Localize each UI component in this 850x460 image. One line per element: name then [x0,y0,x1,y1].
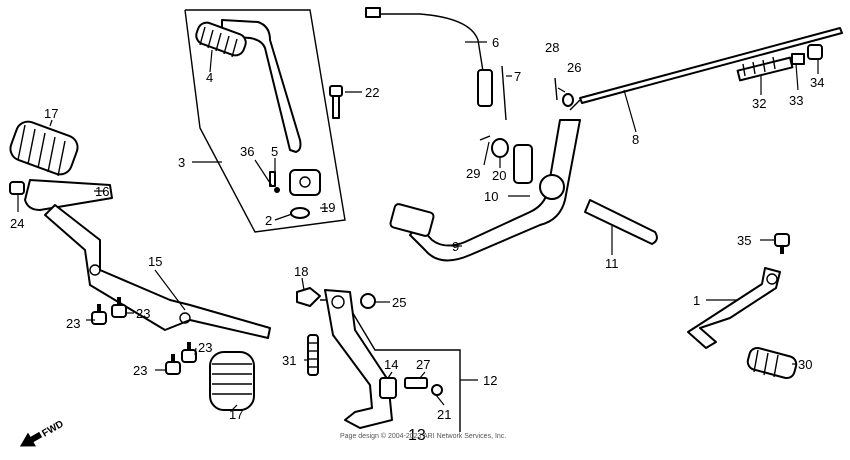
callout-24: 24 [10,216,24,231]
pivot-bolt-18 [296,287,321,307]
callout-26: 26 [567,60,581,75]
washer-21 [431,384,443,396]
callout-6: 6 [492,35,499,50]
pin-29 [479,135,491,141]
callout-17-top: 17 [44,106,58,121]
brake-spring-7 [501,65,507,121]
callout-30: 30 [798,357,812,372]
callout-2: 2 [265,213,272,228]
callout-23-c: 23 [133,363,147,378]
callout-35: 35 [737,233,751,248]
spring-20 [491,138,509,158]
callout-14: 14 [384,357,398,372]
callout-29: 29 [466,166,480,181]
kickstarter-rubber [195,21,247,58]
callout-5: 5 [271,144,278,159]
callout-16: 16 [95,184,109,199]
shift-rubber [746,346,798,380]
leader-lines [17,41,819,411]
kick-ball [274,187,280,193]
callout-1: 1 [693,293,700,308]
callout-20: 20 [492,168,506,183]
brake-cable [375,13,487,91]
kick-pin [269,171,276,187]
callout-22: 22 [365,85,379,100]
callout-7: 7 [514,69,521,84]
bracket-14 [379,377,397,399]
callout-18: 18 [294,264,308,279]
pin-28 [554,77,558,101]
callout-33: 33 [789,93,803,108]
callout-10: 10 [484,189,498,204]
sidestand [324,289,393,429]
kick-washer [290,207,310,219]
callout-12: 12 [483,373,497,388]
fwd-arrow-icon [19,431,43,447]
footpeg-rubber-top [9,120,79,177]
nut-23d [181,342,197,363]
copyright-notice: Page design © 2004-2023 ARI Network Serv… [340,432,506,440]
bolt-22 [329,85,343,119]
callout-23-a: 23 [66,316,80,331]
callout-23-b: 23 [136,306,150,321]
bolt-27 [404,377,428,389]
callout-11: 11 [605,256,619,271]
nut-23a [91,304,107,325]
rod-nut-34 [807,44,823,60]
callout-19: 19 [321,200,335,215]
fwd-label: FWD [40,419,65,440]
fwd-arrow: FWD [19,419,66,447]
cable-end [365,7,381,18]
bolt-24 [9,181,25,195]
callout-25: 25 [392,295,406,310]
footpeg-rubber-bottom [209,351,255,411]
callout-4: 4 [206,70,213,85]
callout-13: 13 [408,427,426,444]
nut-23b [111,297,127,318]
callout-8: 8 [632,132,639,147]
brake-pedal-pad [389,203,435,237]
sidestand-spring [307,334,319,376]
bolt-35 [774,233,790,254]
brake-rod [579,27,843,104]
brake-pivot-shaft [584,199,658,245]
callout-28: 28 [545,40,559,55]
nut-25 [360,293,376,309]
callout-32: 32 [752,96,766,111]
callout-27: 27 [416,357,430,372]
rod-spring [736,56,794,82]
nut-23c [165,354,181,375]
washer-26 [562,93,574,107]
callout-17-bottom: 17 [229,407,243,422]
callout-23-d: 23 [198,340,212,355]
shift-lever [687,267,781,349]
kickstarter-group-outline [184,9,346,233]
callout-21: 21 [437,407,451,422]
spring-10 [513,144,533,184]
callout-36: 36 [240,144,254,159]
cable-adjuster [477,69,493,107]
kick-arm-boss [289,169,321,196]
callout-3: 3 [178,155,185,170]
callout-9: 9 [452,239,459,254]
rod-joint-33 [791,53,805,65]
callout-31: 31 [282,353,296,368]
callout-15: 15 [148,254,162,269]
footpeg-bar [24,179,113,211]
callout-labels: 1 2 3 4 5 6 7 8 9 10 11 12 13 14 15 16 1… [10,35,824,444]
callout-34: 34 [810,75,824,90]
